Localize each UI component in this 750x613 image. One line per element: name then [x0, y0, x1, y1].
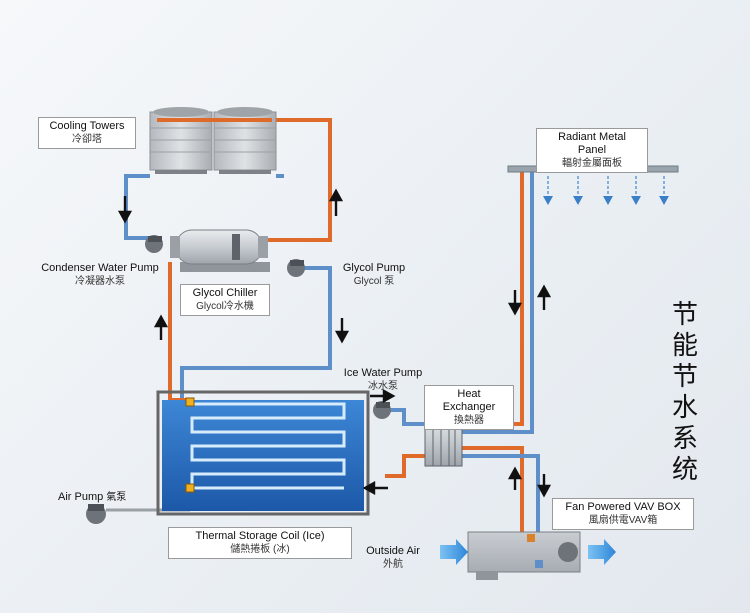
label-condenser-pump: Condenser Water Pump 冷凝器水泵 [35, 262, 165, 288]
condenser-pump-icon [145, 235, 163, 253]
ice-water-pump-icon [373, 401, 391, 419]
glycol-chiller-zh: Glycol冷水機 [196, 301, 254, 312]
radiant-panel-zh: 輻射金屬面板 [562, 158, 622, 169]
label-ice-water-pump: Ice Water Pump 冰水泵 [338, 367, 428, 393]
label-thermal-storage: Thermal Storage Coil (Ice) 儲熱捲板 (冰) [168, 527, 352, 559]
cooling-towers [149, 107, 277, 174]
label-glycol-pump: Glycol Pump Glycol 泵 [336, 262, 412, 288]
outside-air-zh: 外航 [383, 559, 403, 570]
outside-air-en: Outside Air [366, 545, 420, 557]
label-outside-air: Outside Air 外航 [358, 545, 428, 571]
glycol-pump-zh: Glycol 泵 [353, 276, 395, 287]
cooling-towers-en: Cooling Towers [49, 120, 125, 132]
label-fan-vav: Fan Powered VAV BOX 風扇供電VAV箱 [552, 498, 694, 530]
label-cooling-towers: Cooling Towers 冷卻塔 [38, 117, 136, 149]
fan-vav-zh: 風扇供電VAV箱 [588, 515, 658, 526]
heat-exchanger-zh: 換熱器 [454, 415, 484, 426]
label-air-pump: Air Pump 氣泵 [58, 491, 154, 504]
air-flow-arrows [440, 539, 616, 565]
vav-box [467, 531, 581, 580]
radiant-loop-pipes [385, 170, 540, 540]
label-radiant-panel: Radiant Metal Panel 輻射金屬面板 [536, 128, 648, 173]
thermal-storage-en: Thermal Storage Coil (Ice) [195, 530, 325, 542]
glycol-pump-en: Glycol Pump [342, 262, 406, 274]
fan-vav-en: Fan Powered VAV BOX [565, 501, 681, 513]
glycol-chiller-en: Glycol Chiller [192, 287, 258, 299]
thermal-storage-tank [156, 390, 370, 516]
air-pump-en: Air Pump [58, 491, 104, 503]
cooling-towers-zh: 冷卻塔 [72, 134, 102, 145]
label-heat-exchanger: Heat Exchanger 換熱器 [424, 385, 514, 430]
radiant-panel-en: Radiant Metal Panel [558, 131, 626, 156]
thermal-storage-zh: 儲熱捲板 (冰) [230, 544, 290, 555]
ice-water-pump-en: Ice Water Pump [343, 367, 423, 379]
heat-exchanger-en: Heat Exchanger [442, 388, 496, 413]
glycol-chiller [170, 229, 270, 272]
label-glycol-chiller: Glycol Chiller Glycol冷水機 [180, 284, 270, 316]
page-title: 节能节水系统 [671, 300, 698, 485]
glycol-pump-icon [287, 259, 305, 277]
air-pump-zh: 氣泵 [106, 492, 127, 503]
condenser-pump-zh: 冷凝器水泵 [75, 276, 125, 287]
condenser-pump-en: Condenser Water Pump [41, 262, 159, 274]
ice-water-pump-zh: 冰水泵 [368, 381, 398, 392]
flow-arrows [117, 188, 552, 498]
